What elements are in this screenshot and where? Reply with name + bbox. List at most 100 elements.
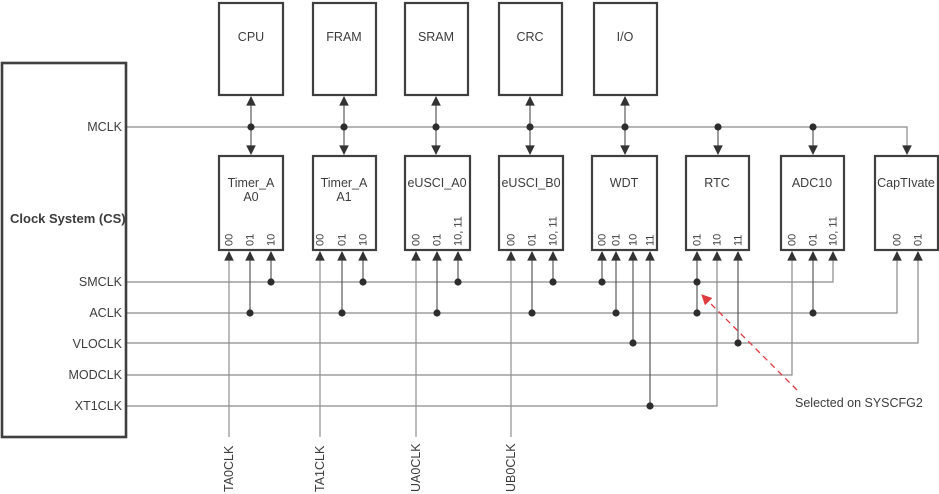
timer-a0-sel-01: 01 — [245, 234, 257, 246]
junction-dot — [247, 123, 255, 131]
block-timer-a1 — [311, 154, 378, 252]
clock-system-label: Clock System (CS) — [10, 211, 126, 226]
junction-dot — [809, 123, 817, 131]
external-clock-labels: TA0CLK TA1CLK UA0CLK UB0CLK — [222, 443, 518, 492]
timer-a1-sel-01: 01 — [337, 234, 349, 246]
vloclk-line — [126, 251, 923, 344]
captivate-sel-01: 01 — [913, 234, 925, 246]
junction-dot — [432, 123, 440, 131]
ub0clk-label: UB0CLK — [504, 443, 518, 492]
junction-dots — [246, 123, 817, 410]
eusci-b0-sel-00: 00 — [506, 234, 518, 246]
syscfg2-arrow — [701, 294, 798, 391]
eusci-a0-sel-01: 01 — [432, 234, 444, 246]
block-timer-a1-label2: A1 — [336, 190, 351, 204]
eusci-a0-sel-10-11: 10, 11 — [453, 216, 465, 246]
block-timer-a0-label1: Timer_A — [228, 176, 275, 190]
block-captivate — [873, 154, 939, 252]
junction-dot — [433, 309, 441, 317]
junction-dot — [340, 123, 348, 131]
junction-dot — [526, 123, 534, 131]
timer-a0-sel-00: 00 — [224, 234, 236, 246]
junction-dot — [246, 309, 254, 317]
block-timer-a0 — [217, 154, 285, 252]
aclk-label: ACLK — [89, 306, 122, 320]
junction-dot — [549, 278, 557, 286]
block-captivate-label: CapTIvate — [877, 176, 935, 190]
smclk-label: SMCLK — [79, 275, 123, 289]
junction-dot — [693, 278, 701, 286]
junction-dot — [629, 339, 637, 347]
timer-a1-sel-10: 10 — [358, 234, 370, 246]
rtc-sel-11: 11 — [733, 235, 745, 246]
junction-dot — [809, 309, 817, 317]
eusci-b0-sel-01: 01 — [527, 234, 539, 246]
block-timer-a1-label1: Timer_A — [321, 176, 368, 190]
junction-dot — [734, 339, 742, 347]
block-adc10 — [779, 154, 846, 252]
junction-dot — [338, 309, 346, 317]
mclk-taps — [246, 96, 818, 155]
junction-dot — [454, 278, 462, 286]
captivate-sel-00: 00 — [892, 234, 904, 246]
junction-dot — [598, 278, 606, 286]
ua0clk-label: UA0CLK — [409, 443, 423, 492]
ta0clk-label: TA0CLK — [222, 445, 236, 492]
block-io — [592, 1, 659, 97]
clock-output-labels: MCLK SMCLK ACLK VLOCLK MODCLK XT1CLK — [69, 120, 123, 413]
mclk-line — [126, 126, 912, 155]
xt1clk-line — [126, 251, 722, 407]
top-blocks: CPU FRAM SRAM CRC I/O — [217, 1, 659, 97]
wdt-sel-00: 00 — [597, 234, 609, 246]
peripheral-blocks: Timer_A A0 00 01 10 Timer_A A1 00 01 10 … — [217, 154, 939, 252]
modclk-line — [126, 251, 797, 376]
selector-input-lines — [224, 251, 818, 437]
rtc-sel-01: 01 — [692, 234, 704, 246]
syscfg2-annotation-label: Selected on SYSCFG2 — [795, 396, 923, 410]
block-sram-label: SRAM — [418, 30, 454, 44]
adc10-sel-00: 00 — [787, 234, 799, 246]
wdt-sel-11: 11 — [645, 235, 657, 246]
smclk-line — [126, 251, 838, 283]
aclk-line — [126, 251, 902, 314]
block-fram — [311, 1, 378, 97]
wdt-sel-01: 01 — [611, 234, 623, 246]
junction-dot — [693, 309, 701, 317]
block-adc10-label: ADC10 — [792, 176, 832, 190]
eusci-a0-sel-00: 00 — [411, 234, 423, 246]
ta1clk-label: TA1CLK — [313, 445, 327, 492]
vloclk-label: VLOCLK — [73, 337, 123, 351]
junction-dot — [646, 402, 654, 410]
block-wdt-label: WDT — [610, 176, 639, 190]
block-crc-label: CRC — [516, 30, 543, 44]
clock-system-block — [0, 61, 128, 439]
block-eusci-b0-label: eUSCI_B0 — [501, 176, 560, 190]
block-cpu-label: CPU — [238, 30, 264, 44]
eusci-b0-sel-10-11: 10, 11 — [548, 216, 560, 246]
block-wdt — [590, 154, 659, 252]
adc10-sel-10-11: 10, 11 — [828, 216, 840, 246]
syscfg2-annotation: Selected on SYSCFG2 — [701, 294, 923, 410]
junction-dot — [359, 278, 367, 286]
block-crc — [497, 1, 564, 97]
block-rtc — [684, 154, 751, 252]
junction-dot — [612, 309, 620, 317]
block-fram-label: FRAM — [326, 30, 361, 44]
block-sram — [403, 1, 470, 97]
junction-dot — [714, 123, 722, 131]
adc10-sel-01: 01 — [808, 234, 820, 246]
modclk-label: MODCLK — [69, 368, 123, 382]
block-eusci-b0 — [497, 154, 565, 252]
block-eusci-a0-label: eUSCI_A0 — [407, 176, 466, 190]
junction-dot — [621, 123, 629, 131]
timer-a0-sel-10: 10 — [266, 234, 278, 246]
block-io-label: I/O — [617, 30, 634, 44]
block-cpu — [217, 1, 285, 97]
timer-a1-sel-00: 00 — [315, 234, 327, 246]
mclk-label: MCLK — [87, 120, 122, 134]
xt1clk-label: XT1CLK — [75, 399, 123, 413]
rtc-sel-10: 10 — [712, 234, 724, 246]
wdt-sel-10: 10 — [628, 234, 640, 246]
